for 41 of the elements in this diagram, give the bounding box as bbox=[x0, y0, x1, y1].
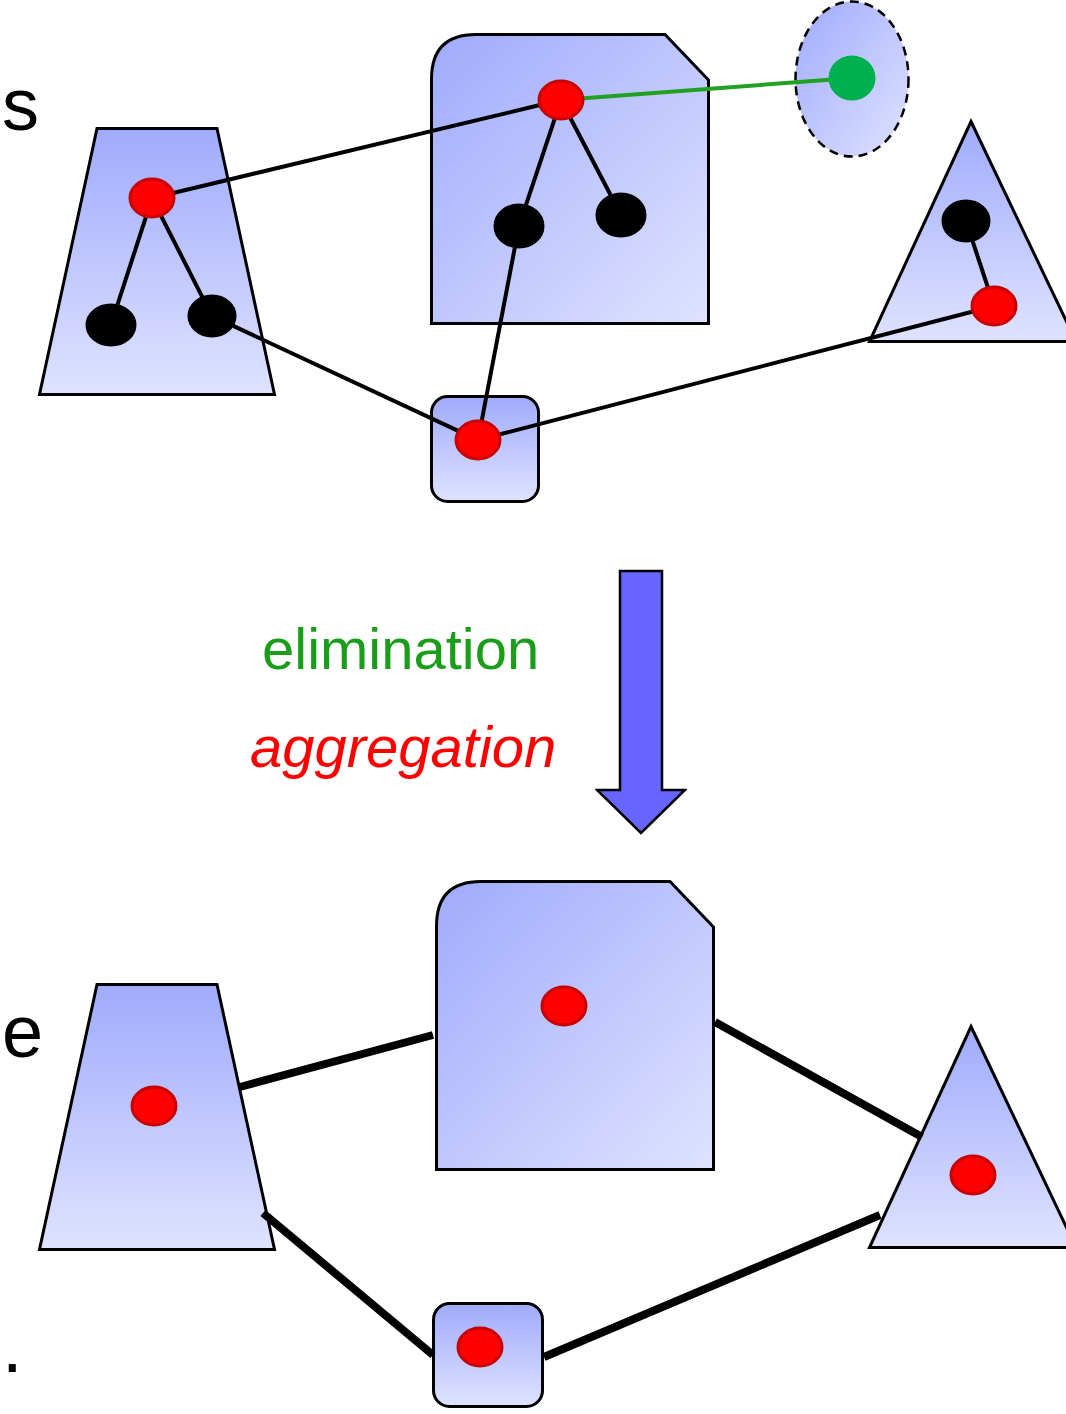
vertex-dot bbox=[940, 198, 992, 244]
ellipse-node bbox=[794, 0, 910, 158]
vertex-dot bbox=[539, 984, 589, 1028]
cut-off-text: . bbox=[2, 1310, 23, 1384]
connector-line bbox=[524, 118, 557, 206]
vertex-dot bbox=[84, 302, 138, 348]
vertex-dot bbox=[455, 1325, 505, 1369]
connector-line bbox=[159, 215, 204, 298]
cut-off-text: s bbox=[2, 68, 39, 142]
vertex-dot bbox=[536, 78, 586, 122]
connector-line bbox=[115, 216, 148, 306]
box-node bbox=[435, 880, 715, 1171]
connector-line bbox=[238, 1031, 435, 1091]
connector-line bbox=[542, 1211, 882, 1361]
box-node bbox=[430, 33, 710, 325]
vertex-dot bbox=[186, 293, 238, 339]
vertex-dot bbox=[127, 176, 177, 220]
cut-off-text: e bbox=[2, 995, 44, 1069]
connector-line bbox=[713, 1018, 924, 1141]
box-node bbox=[432, 1302, 544, 1408]
connector-line bbox=[568, 117, 613, 196]
connector-line bbox=[173, 103, 540, 195]
trapezoid-node bbox=[38, 983, 276, 1251]
connector-line bbox=[479, 247, 517, 421]
connector-line bbox=[970, 240, 990, 288]
triangle-node bbox=[868, 120, 1066, 343]
vertex-dot bbox=[827, 54, 877, 102]
connector-line bbox=[499, 309, 973, 437]
vertex-dot bbox=[492, 202, 546, 250]
connector-line bbox=[583, 77, 830, 101]
vertex-dot bbox=[948, 1153, 998, 1197]
box-node bbox=[430, 395, 540, 503]
vertex-dot bbox=[453, 418, 503, 462]
step-label: elimination bbox=[262, 620, 540, 678]
vertex-dot bbox=[594, 191, 648, 239]
triangle-node bbox=[868, 1025, 1066, 1249]
connector-line bbox=[232, 324, 459, 433]
vertex-dot bbox=[969, 284, 1019, 328]
connector-line bbox=[260, 1209, 436, 1359]
vertex-dot bbox=[129, 1084, 179, 1128]
trapezoid-node bbox=[38, 127, 276, 396]
